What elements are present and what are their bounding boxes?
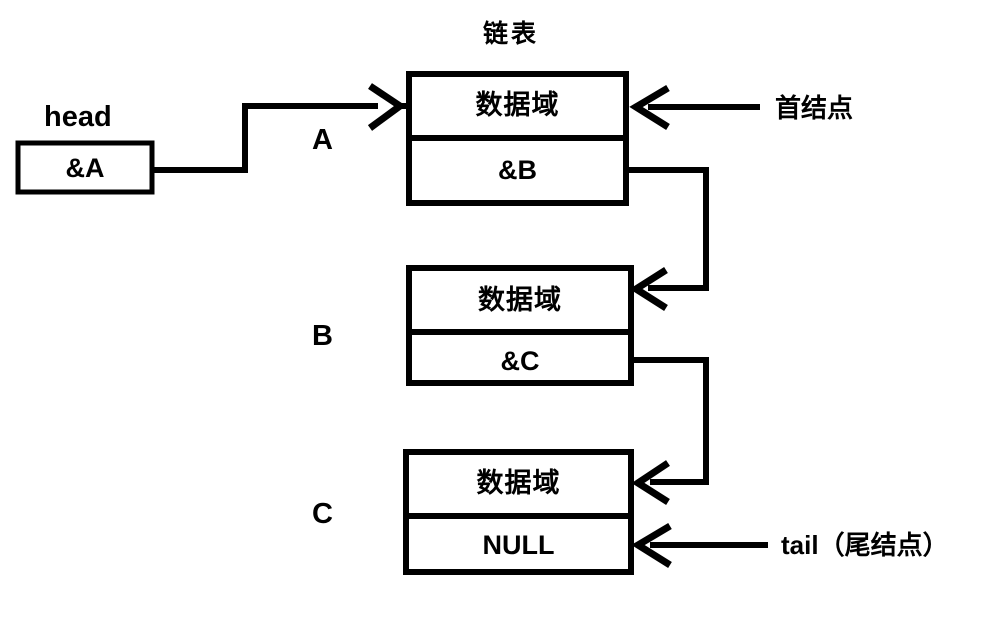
node-c-letter: C (312, 498, 333, 530)
head-to-node-a-connector (152, 103, 378, 173)
node-b-to-node-c-connector (631, 357, 709, 485)
node-a-pointer-field: &B (498, 155, 537, 185)
node-a-to-node-b-connector (626, 167, 709, 291)
node-a-data-field: 数据域 (475, 90, 560, 120)
tail-node-annotation-arrowhead (631, 522, 672, 568)
head-node-annotation-label: 首结点 (775, 93, 854, 123)
arrowhead-into-node-b (629, 267, 668, 311)
node-b-pointer-field: &C (500, 346, 540, 376)
node-c-box (403, 449, 634, 575)
node-b-letter: B (312, 320, 333, 352)
node-c-data-field: 数据域 (476, 468, 561, 498)
head-pointer-value: &A (65, 153, 105, 183)
node-c-pointer-field: NULL (482, 530, 555, 560)
node-a-letter: A (312, 124, 333, 156)
tail-node-annotation-label: tail（尾结点） (781, 530, 949, 560)
diagram-title: 链表 (483, 20, 540, 48)
node-b-box (406, 265, 634, 386)
head-node-annotation-arrowhead (629, 84, 670, 130)
head-label: head (44, 101, 112, 133)
node-b-data-field: 数据域 (478, 285, 562, 315)
arrowhead-into-node-c (631, 460, 670, 505)
